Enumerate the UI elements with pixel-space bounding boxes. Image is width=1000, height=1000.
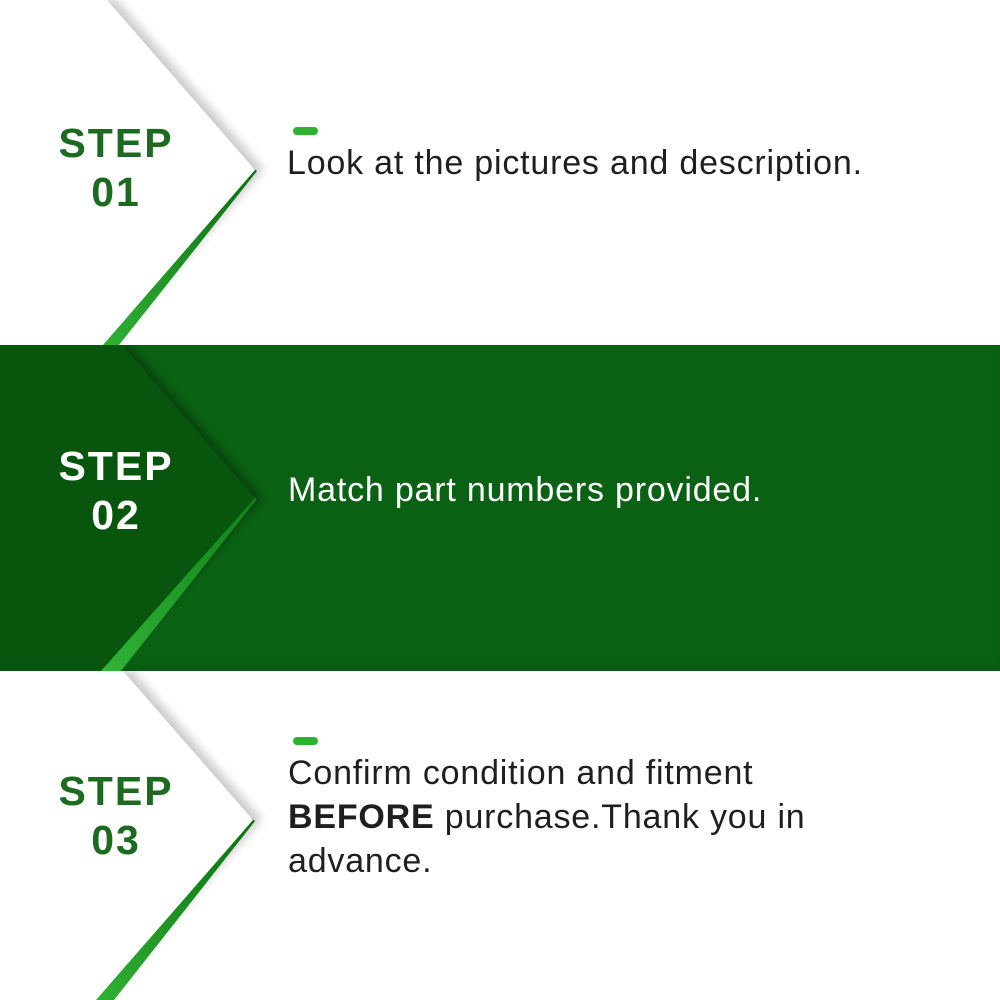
step-02-label-number: 02: [91, 492, 141, 538]
step-02-arrow-graphic: [0, 345, 263, 671]
step-01-arrow-graphic: [0, 0, 264, 345]
step-01-label-number: 01: [91, 169, 141, 215]
step-03-description-prefix: Confirm condition and fitment: [288, 754, 754, 792]
step-01-label-word: STEP: [58, 120, 174, 166]
step-02-description: Match part numbers provided.: [288, 471, 763, 509]
step-03-description: Confirm condition and fitment BEFORE pur…: [288, 751, 888, 883]
step-02-label-word: STEP: [58, 443, 174, 489]
accent-dash-icon: [293, 127, 318, 135]
step-03-label-number: 03: [91, 817, 141, 863]
step-03-description-bold: BEFORE: [288, 798, 435, 836]
step-02-label: STEP 02: [0, 442, 232, 540]
accent-dash-icon: [293, 737, 318, 745]
step-03-description-suffix: purchase.Thank you in advance.: [288, 798, 806, 880]
step-03-arrow-graphic: [0, 671, 262, 1000]
step-02-section: STEP 02 Match part numbers provided.: [0, 345, 1000, 671]
step-03-label: STEP 03: [0, 767, 232, 865]
step-03-label-word: STEP: [58, 768, 174, 814]
step-01-description: Look at the pictures and description.: [287, 144, 863, 182]
step-03-section: STEP 03 Confirm condition and fitment BE…: [0, 671, 1000, 1000]
step-01-section: STEP 01 Look at the pictures and descrip…: [0, 0, 1000, 345]
step-01-label: STEP 01: [0, 119, 232, 217]
